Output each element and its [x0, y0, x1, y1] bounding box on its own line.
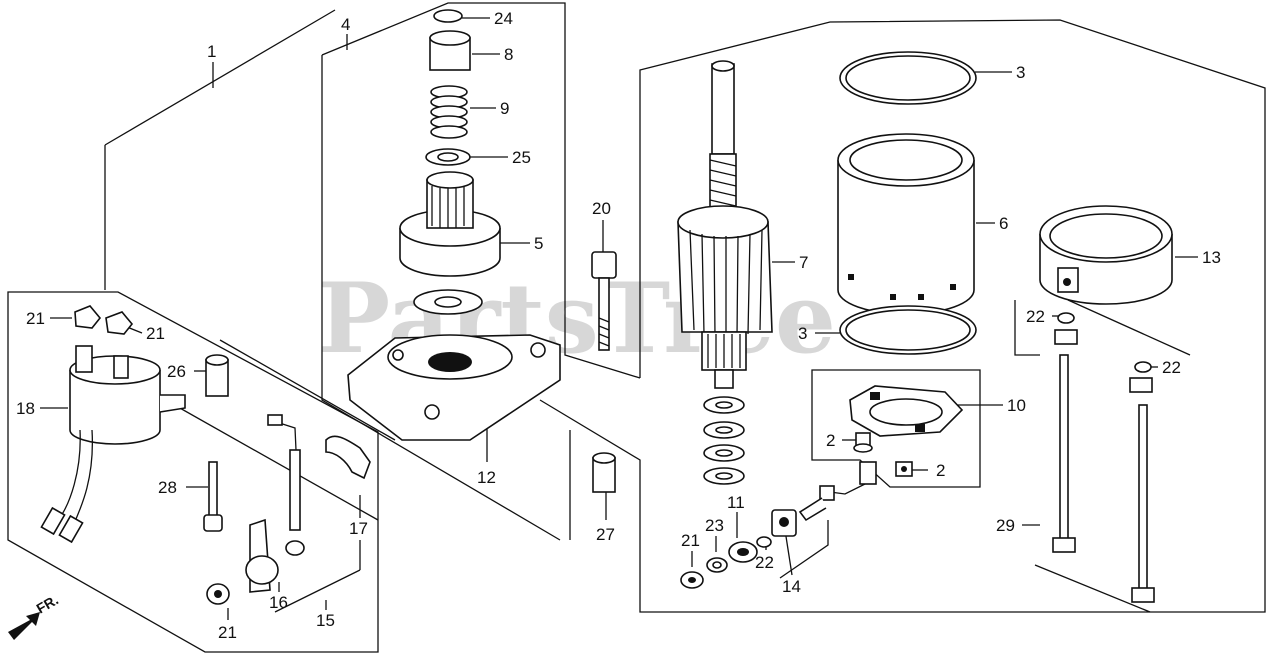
callout-20: 20 [592, 199, 611, 218]
brush-part-a [853, 432, 873, 453]
nut-part-11 [728, 541, 758, 563]
washer-part-25 [425, 148, 471, 166]
solenoid-part [40, 345, 186, 544]
washer-part-22b [1129, 361, 1153, 393]
callout-12: 12 [477, 468, 496, 487]
washer-stack-part [703, 396, 745, 485]
nut-part-21b [105, 311, 134, 335]
assembly-outline-main [104, 2, 1266, 613]
terminal-bolt-part [798, 461, 877, 522]
nut-part-21c [206, 583, 230, 605]
collar-part-27 [592, 452, 616, 493]
bracket-lines [274, 299, 1191, 613]
washer-part-22 [756, 536, 772, 548]
nut-part-21a [74, 305, 102, 329]
callout-15: 15 [316, 611, 335, 630]
collar-part-26 [205, 354, 229, 397]
washer-part-22a [1054, 312, 1078, 345]
callout-7: 7 [799, 253, 808, 272]
cable-part-16 [267, 414, 305, 556]
leader-lines [40, 17, 1198, 620]
callout-9: 9 [500, 99, 509, 118]
callout-29: 29 [996, 516, 1015, 535]
o-ring-part-bottom [839, 305, 977, 355]
through-bolt-part-29a [1052, 354, 1076, 553]
armature-part [677, 60, 773, 389]
cap-part-17 [325, 435, 371, 480]
callout-21-c: 21 [218, 623, 237, 642]
callout-2-b: 2 [936, 461, 945, 480]
callout-2-a: 2 [826, 431, 835, 450]
insulator-part-14 [771, 509, 797, 537]
callout-labels: 1 4 24 8 9 25 5 20 7 3 6 13 3 22 22 10 2… [16, 9, 1221, 642]
snap-ring-part [433, 9, 463, 23]
o-ring-part-top [839, 51, 977, 105]
callout-16: 16 [269, 593, 288, 612]
through-bolt-part-29b [1131, 404, 1155, 603]
brush-holder-part [849, 385, 964, 437]
callout-4: 4 [341, 15, 350, 34]
spring-part [430, 85, 468, 139]
callout-10: 10 [1007, 396, 1026, 415]
callout-11: 11 [727, 493, 745, 512]
front-cover-part [347, 334, 561, 441]
callout-21-d: 21 [681, 531, 700, 550]
front-direction-arrow: FR. [8, 591, 61, 640]
callout-28: 28 [158, 478, 177, 497]
brush-part-b [895, 461, 913, 477]
rear-cover-part [1039, 205, 1173, 305]
callout-3-bottom: 3 [798, 324, 807, 343]
callout-21-b: 21 [146, 324, 165, 343]
callout-26: 26 [167, 362, 186, 381]
callout-13: 13 [1202, 248, 1221, 267]
callout-1: 1 [207, 42, 216, 61]
callout-23: 23 [705, 516, 724, 535]
collar-part [429, 30, 471, 71]
callout-25: 25 [512, 148, 531, 167]
washer-part-23 [706, 557, 728, 573]
assembly-outline-solenoid [7, 291, 396, 653]
callout-22-b: 22 [1162, 358, 1181, 377]
callout-6: 6 [999, 214, 1008, 233]
callout-27: 27 [596, 525, 615, 544]
bolt-part-20 [591, 251, 617, 351]
callout-24: 24 [494, 9, 513, 28]
pinion-clutch-part [399, 171, 501, 277]
callout-5: 5 [534, 234, 543, 253]
washer-part-pinion [413, 289, 483, 315]
nut-part-21d [680, 571, 704, 589]
callout-17: 17 [349, 519, 368, 538]
callout-22-c: 22 [755, 553, 774, 572]
callout-22-a: 22 [1026, 307, 1045, 326]
yoke-part [837, 133, 975, 315]
callout-8: 8 [504, 45, 513, 64]
bolt-part-28 [203, 461, 223, 532]
callout-21-a: 21 [26, 309, 45, 328]
boot-part-16 [245, 518, 279, 593]
callout-14: 14 [782, 577, 801, 596]
callout-18: 18 [16, 399, 35, 418]
callout-3-top: 3 [1016, 63, 1025, 82]
